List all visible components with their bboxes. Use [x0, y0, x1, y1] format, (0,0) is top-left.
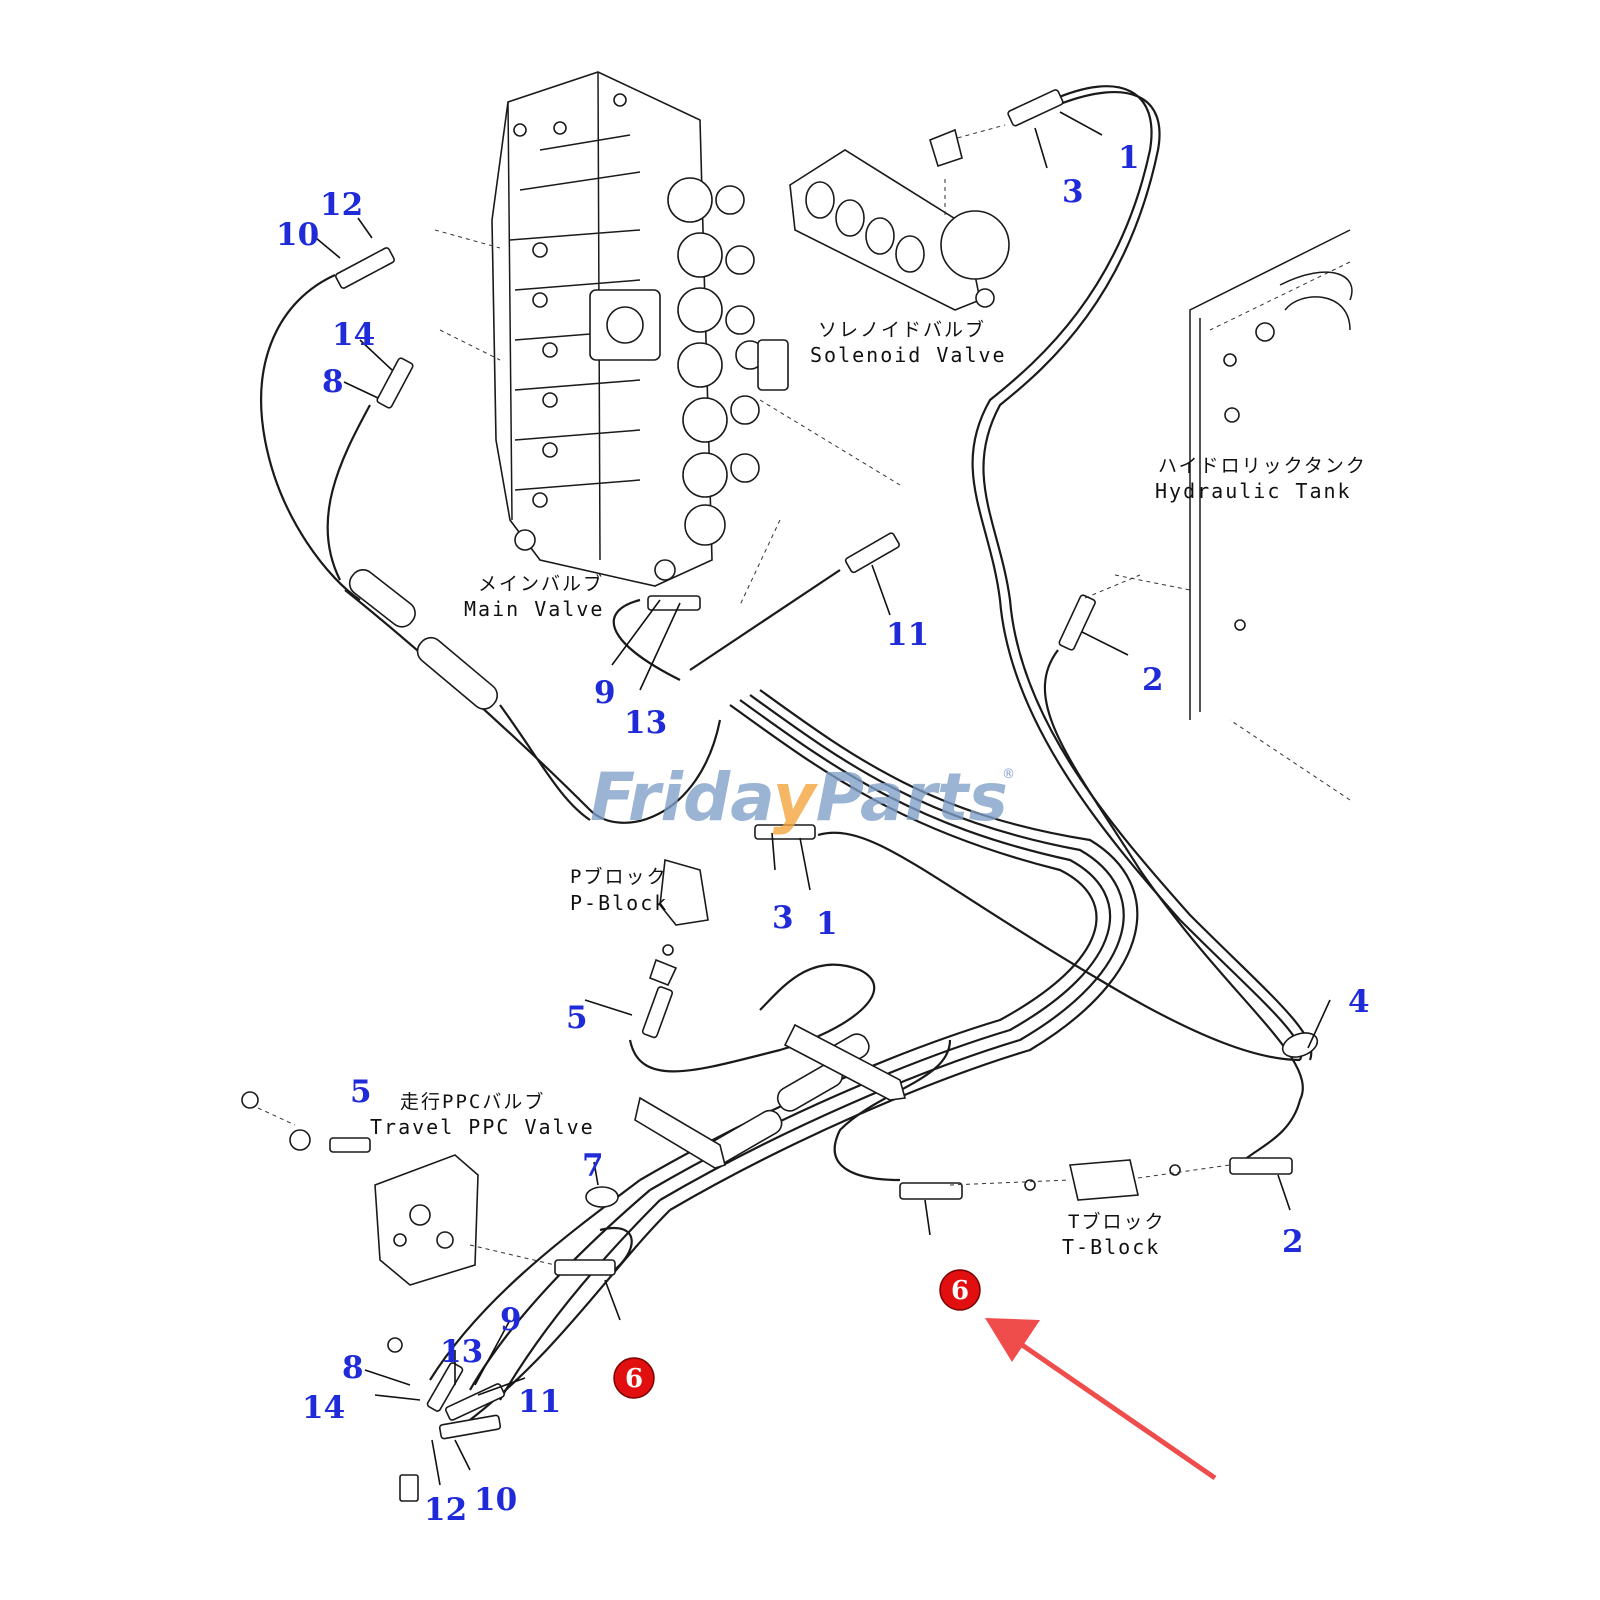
watermark-registered-mark: ®	[1002, 767, 1015, 782]
svg-text:6: 6	[625, 1364, 643, 1394]
hydraulic-tank-drawing	[1189, 229, 1353, 801]
p-block-drawing	[649, 858, 709, 987]
callout-5-left: 5	[350, 1074, 372, 1110]
hydraulic-tank-label-en: Hydraulic Tank	[1155, 479, 1352, 503]
pointer-arrow	[985, 1318, 1217, 1481]
t-block-label-jp: Tブロック	[1068, 1210, 1165, 1233]
p-block-label-jp: Pブロック	[570, 865, 667, 888]
travel-ppc-valve-label-jp: 走行PPCバルブ	[400, 1090, 545, 1113]
callout-14-top: 14	[332, 317, 375, 353]
callout-1-top: 1	[1118, 140, 1140, 176]
callout-9-bottom: 9	[500, 1302, 522, 1338]
main-valve-label-jp: メインバルブ	[478, 572, 604, 595]
callout-11-bottom: 11	[518, 1384, 561, 1420]
callout-13-bottom: 13	[440, 1334, 483, 1370]
callout-13-mid: 13	[624, 705, 667, 741]
callout-8-bottom: 8	[342, 1350, 364, 1386]
travel-ppc-valve-drawing	[241, 1091, 479, 1502]
assembly-lines	[257, 229, 1231, 1266]
callout-8-top: 8	[322, 364, 344, 400]
callout-3-top: 3	[1062, 174, 1084, 210]
solenoid-valve-drawing	[789, 124, 1010, 311]
callout-1-mid: 1	[816, 906, 838, 942]
hydraulic-tank-label-jp: ハイドロリックタンク	[1158, 455, 1367, 477]
callout-2-bottom: 2	[1282, 1224, 1304, 1260]
solenoid-valve-label-jp: ソレノイドバルブ	[818, 318, 986, 341]
p-block-label-en: P-Block	[570, 891, 668, 915]
callout-5-mid: 5	[566, 1000, 588, 1036]
callout-12-top: 12	[320, 187, 363, 223]
callout-4-right: 4	[1348, 984, 1370, 1020]
callout-10-bottom: 10	[474, 1482, 517, 1518]
svg-text:6: 6	[951, 1276, 969, 1306]
callout-9-mid: 9	[594, 675, 616, 711]
travel-ppc-valve-label-en: Travel PPC Valve	[370, 1115, 595, 1139]
t-block-label-en: T-Block	[1062, 1235, 1160, 1259]
callout-11-mid: 11	[886, 617, 929, 653]
hose-sleeves	[348, 569, 1319, 1208]
callout-10-top: 10	[276, 217, 319, 253]
callout-14-bottom: 14	[302, 1390, 345, 1426]
highlighted-callout-6-left: 6	[613, 1357, 655, 1399]
highlighted-callout-6-right: 6	[939, 1269, 981, 1311]
t-block-drawing	[1024, 1159, 1181, 1201]
callout-7-mid: 7	[582, 1148, 604, 1184]
watermark-logo: FridayParts	[590, 759, 1008, 836]
main-valve-label-en: Main Valve	[464, 597, 604, 621]
hose-fittings	[329, 89, 1293, 1440]
callout-12-bottom: 12	[424, 1492, 467, 1528]
callout-3-mid: 3	[772, 900, 794, 936]
leader-lines	[315, 111, 1331, 1486]
solenoid-valve-label-en: Solenoid Valve	[810, 343, 1007, 367]
callout-2-mid: 2	[1142, 662, 1164, 698]
main-valve-drawing	[491, 71, 789, 587]
